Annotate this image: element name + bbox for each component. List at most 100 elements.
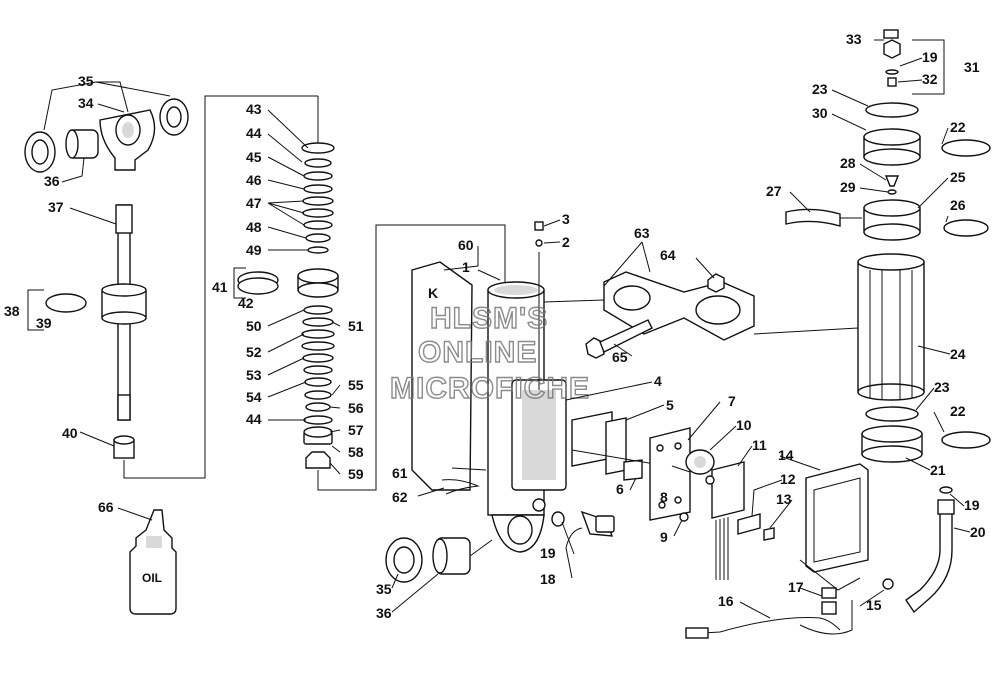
snap-ring-top: [865, 102, 919, 118]
washer-29: [887, 189, 897, 195]
bracket-12: [737, 513, 761, 535]
o-ring-26: [943, 219, 989, 237]
callout-35-bottom: 35: [376, 581, 392, 597]
callout-65: 65: [612, 349, 628, 365]
hose-fitting: [551, 510, 615, 537]
wire-harness: [685, 617, 841, 635]
screw-9: [679, 512, 689, 522]
callout-42: 42: [238, 295, 254, 311]
seal-head-o-ring: [45, 293, 87, 313]
callout-39: 39: [36, 315, 52, 331]
callout-32: 32: [922, 71, 938, 87]
callout-19-body: 19: [540, 545, 556, 561]
callout-35-top: 35: [78, 73, 94, 89]
callout-17: 17: [788, 579, 804, 595]
callout-30: 30: [812, 105, 828, 121]
retaining-clip: [441, 479, 480, 495]
callout-55: 55: [348, 377, 364, 393]
callout-66: 66: [98, 499, 114, 515]
callout-19-hose: 19: [964, 497, 980, 513]
screw-8: [705, 475, 715, 485]
piston-rod-assembly: [24, 95, 318, 479]
reservoir-end-cap: [861, 425, 923, 463]
schrader-valve: [883, 29, 901, 87]
callout-3: 3: [562, 211, 570, 227]
callout-33: 33: [846, 31, 862, 47]
callout-49: 49: [246, 242, 262, 258]
wear-band: [785, 208, 841, 227]
floating-piston: [863, 199, 921, 241]
callout-16: 16: [718, 593, 734, 609]
valve-plate: [649, 427, 691, 521]
callout-2: 2: [562, 234, 570, 250]
watermark-line-2: ONLINE: [418, 336, 537, 369]
callout-64: 64: [660, 247, 676, 263]
shim-stack: [233, 96, 506, 491]
callout-44-bottom: 44: [246, 411, 262, 427]
callout-56: 56: [348, 400, 364, 416]
callout-9: 9: [660, 529, 668, 545]
callout-52: 52: [246, 344, 262, 360]
callout-23-top: 23: [812, 81, 828, 97]
callout-7: 7: [728, 393, 736, 409]
bleed-screw: [534, 221, 544, 390]
watermark-line-1: HLSM'S: [430, 302, 548, 335]
callout-21: 21: [930, 462, 946, 478]
seal-head: [101, 283, 147, 325]
callout-53: 53: [246, 367, 262, 383]
callout-63: 63: [634, 225, 650, 241]
piston-band: [237, 271, 279, 295]
callout-37: 37: [48, 199, 64, 215]
callout-36-bottom: 36: [376, 605, 392, 621]
callout-11: 11: [752, 437, 767, 453]
callout-25: 25: [950, 169, 966, 185]
callout-10: 10: [736, 417, 752, 433]
o-ring-22-bottom: [941, 431, 991, 449]
callout-38: 38: [4, 303, 20, 319]
callout-44-top: 44: [246, 125, 262, 141]
callout-28: 28: [840, 155, 856, 171]
callout-27: 27: [766, 183, 782, 199]
callout-8: 8: [660, 489, 668, 505]
callout-41: 41: [212, 279, 228, 295]
callout-26: 26: [950, 197, 966, 213]
callout-18: 18: [540, 571, 556, 587]
callout-24: 24: [950, 346, 966, 362]
callout-60: 60: [458, 237, 474, 253]
rod-eye-bushing-right: [159, 98, 189, 136]
control-module: [799, 463, 869, 591]
lower-shims: [301, 305, 335, 445]
reservoir-hose: [905, 509, 953, 614]
body-eye-bushings: [385, 537, 493, 583]
reservoir-clamp: [543, 271, 859, 341]
callout-57: 57: [348, 422, 364, 438]
callout-15: 15: [866, 597, 882, 613]
callout-4: 4: [654, 373, 662, 389]
rod-eye-bushing-left: [24, 131, 56, 173]
reservoir-gaskets: [571, 411, 691, 481]
washer-19-right: [939, 486, 953, 494]
valve-body: [685, 449, 715, 475]
rod-eye-sleeve: [65, 129, 99, 159]
screw-13: [763, 527, 775, 541]
callout-20: 20: [970, 524, 986, 540]
callout-40: 40: [62, 425, 78, 441]
reservoir-body: [857, 253, 925, 401]
callout-46: 46: [246, 172, 262, 188]
callout-59: 59: [348, 466, 364, 482]
callout-23-bottom: 23: [934, 379, 950, 395]
callout-43: 43: [246, 101, 262, 117]
nut-17: [821, 587, 837, 615]
oil-label: OIL: [142, 571, 162, 585]
callout-1: 1: [462, 259, 470, 275]
oil-bottle: OIL: [129, 509, 177, 615]
shock-body: K: [411, 221, 567, 553]
piston: [297, 268, 339, 298]
wire-connector: [685, 627, 709, 639]
callout-22-bottom: 22: [950, 403, 966, 419]
decal-logo-icon: K: [428, 285, 438, 301]
decal: K: [411, 261, 473, 491]
leader-lines: [43, 39, 971, 619]
callout-29: 29: [840, 179, 856, 195]
